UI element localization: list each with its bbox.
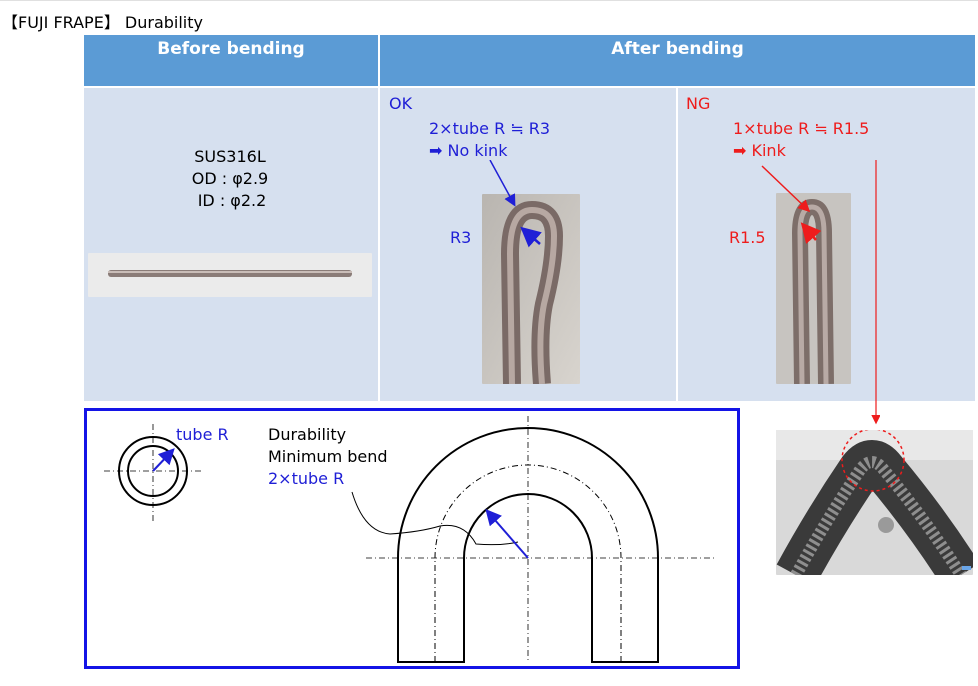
minimum-bend-label: Minimum bend xyxy=(268,447,388,466)
comparison-table: Before bending After bending xyxy=(84,35,975,401)
straight-tube-photo xyxy=(88,253,372,297)
ok-result: ➡ No kink xyxy=(429,141,508,160)
ng-arrows xyxy=(761,160,880,425)
inner-diameter-label: ID : φ2.2 xyxy=(197,191,267,210)
after-bending-header: After bending xyxy=(380,35,975,86)
ng-label: NG xyxy=(686,94,711,113)
two-tube-r-label: 2×tube R xyxy=(268,469,345,488)
u-bend-drawing xyxy=(351,416,716,663)
tube-r-label: tube R xyxy=(176,425,229,444)
before-cell xyxy=(84,88,378,401)
kink-closeup-photo xyxy=(776,430,973,575)
ng-ratio: 1×tube R ≒ R1.5 xyxy=(733,119,870,138)
page-title: 【FUJI FRAPE】 Durability xyxy=(2,13,203,32)
before-bending-header: Before bending xyxy=(84,35,378,86)
ok-radius-label: R3 xyxy=(450,228,472,247)
ok-label: OK xyxy=(389,94,413,113)
outer-diameter-label: OD : φ2.9 xyxy=(191,169,269,188)
tube-cross-section xyxy=(104,424,204,524)
material-label: SUS316L xyxy=(194,147,266,166)
ok-bent-tube-photo xyxy=(482,194,580,384)
bend-diagram-frame xyxy=(84,408,740,669)
ok-ratio: 2×tube R ≒ R3 xyxy=(429,119,551,138)
ng-radius-label: R1.5 xyxy=(729,228,766,247)
ok-arrows xyxy=(489,160,542,248)
ng-result: ➡ Kink xyxy=(733,141,786,160)
durability-label: Durability xyxy=(268,425,347,444)
top-rule xyxy=(0,0,978,1)
